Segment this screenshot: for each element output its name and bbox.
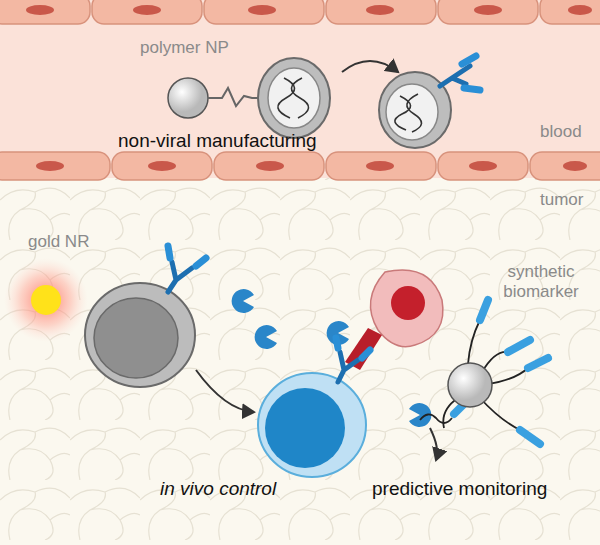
region-label: tumor: [540, 190, 583, 210]
part-label: polymer NP: [140, 38, 229, 58]
process-label: in vivo control: [160, 478, 276, 500]
region-label: blood: [540, 122, 582, 142]
process-label: non-viral manufacturing: [118, 130, 317, 152]
part-label: synthetic biomarker: [496, 262, 586, 301]
process-label: predictive monitoring: [372, 478, 547, 500]
part-label: gold NR: [28, 232, 89, 252]
